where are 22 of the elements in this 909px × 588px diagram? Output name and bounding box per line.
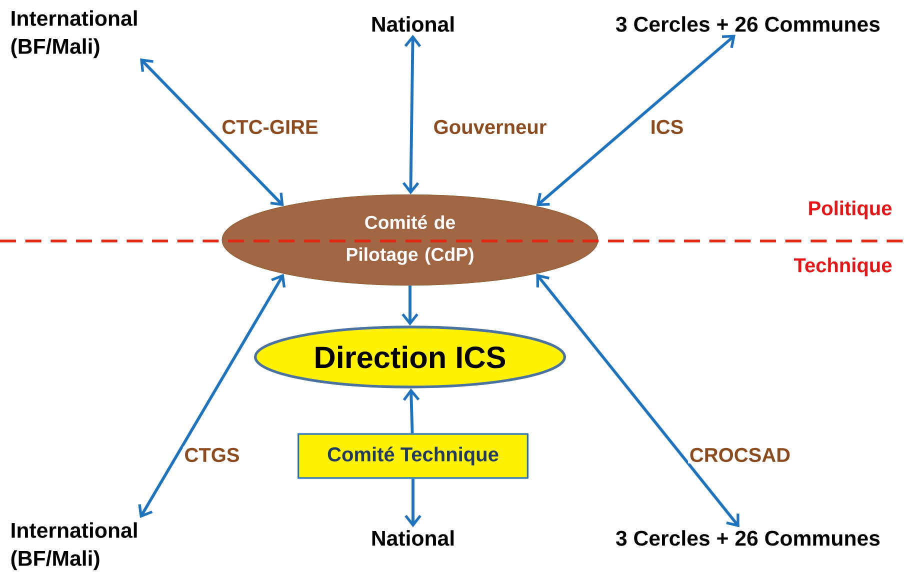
place-label: International (BF/Mali) (11, 10, 137, 58)
arrow (536, 34, 736, 206)
edge-label: CTC-GIRE (220, 118, 320, 136)
arrow (402, 34, 422, 194)
edge-label: CROCSAD (688, 446, 792, 464)
place-label: 3 Cercles + 26 Communes (616, 16, 880, 32)
edge-label: CTGS (182, 446, 242, 464)
arrow (404, 478, 422, 528)
arrow (402, 286, 418, 326)
edge-label: ICS (649, 118, 685, 136)
arrow (138, 274, 286, 518)
place-label: 3 Cercles + 26 Communes (616, 530, 880, 546)
place-label: National (372, 530, 454, 546)
zone-label: Technique (794, 258, 892, 276)
place-label: National (372, 16, 454, 32)
place-label: International (BF/Mali) (11, 522, 137, 570)
arrow (402, 388, 420, 434)
arrow (536, 274, 740, 528)
edge-label: Gouverneur (432, 118, 548, 136)
arrow (140, 58, 284, 206)
committee-box: Comité Technique (298, 433, 528, 479)
zone-label: Politique (809, 200, 892, 220)
